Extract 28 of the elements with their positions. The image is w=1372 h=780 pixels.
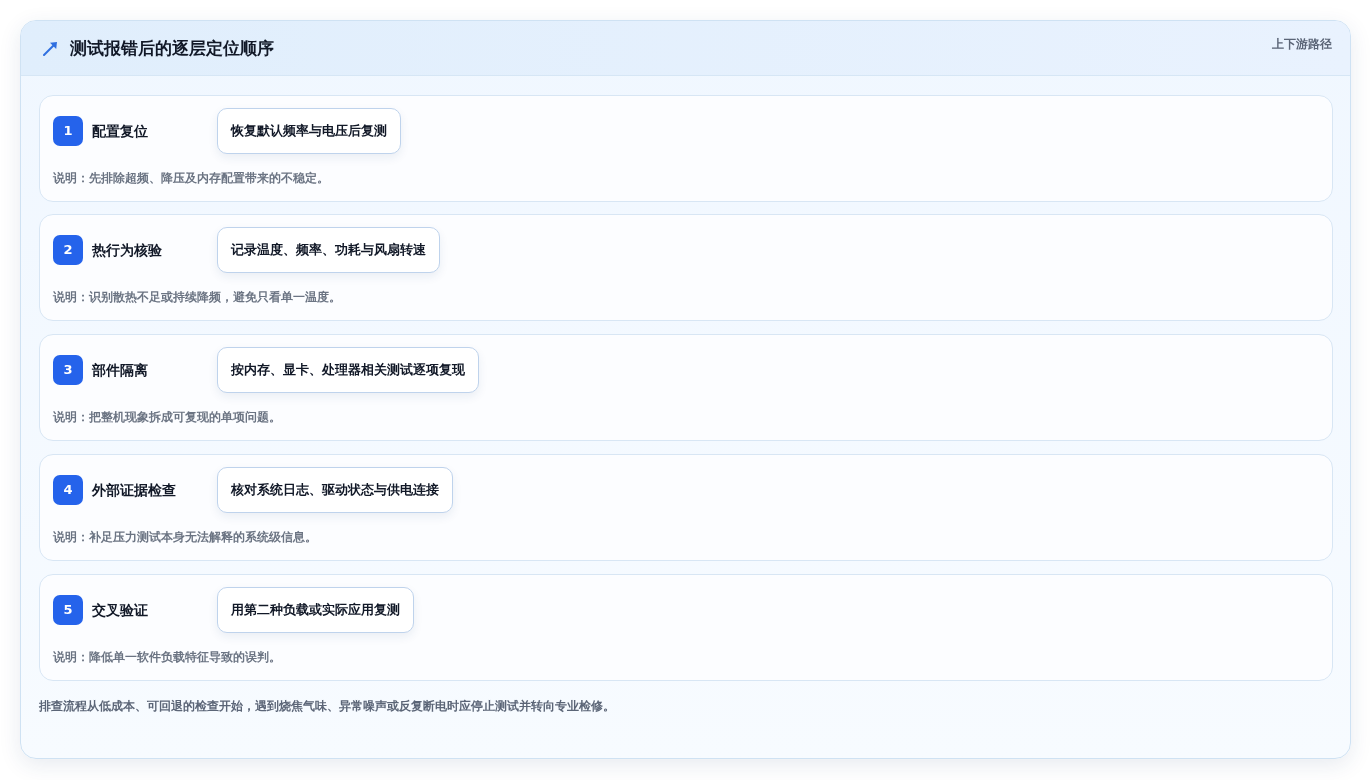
step-card bbox=[39, 95, 1333, 202]
step-note: 说明：降低单一软件负载特征导致的误判。 bbox=[53, 649, 281, 665]
step-card bbox=[39, 454, 1333, 561]
step-note: 说明：补足压力测试本身无法解释的系统级信息。 bbox=[53, 529, 317, 545]
action-box: 恢复默认频率与电压后复测 bbox=[217, 108, 401, 154]
step-card bbox=[39, 574, 1333, 681]
step-number-badge: 3 bbox=[53, 355, 83, 385]
step-title: 交叉验证 bbox=[92, 601, 148, 619]
step-note: 说明：先排除超频、降压及内存配置带来的不稳定。 bbox=[53, 170, 329, 186]
step-title: 外部证据检查 bbox=[92, 481, 176, 499]
step-title: 热行为核验 bbox=[92, 241, 162, 259]
step-number-badge: 2 bbox=[53, 235, 83, 265]
diagram-title: 测试报错后的逐层定位顺序 bbox=[70, 37, 274, 59]
action-box: 按内存、显卡、处理器相关测试逐项复现 bbox=[217, 347, 479, 393]
action-box: 核对系统日志、驱动状态与供电连接 bbox=[217, 467, 453, 513]
step-number-badge: 5 bbox=[53, 595, 83, 625]
step-title: 配置复位 bbox=[92, 122, 148, 140]
step-note: 说明：识别散热不足或持续降频，避免只看单一温度。 bbox=[53, 289, 341, 305]
action-box: 用第二种负载或实际应用复测 bbox=[217, 587, 414, 633]
action-box: 记录温度、频率、功耗与风扇转速 bbox=[217, 227, 440, 273]
step-number-badge: 4 bbox=[53, 475, 83, 505]
step-title: 部件隔离 bbox=[92, 361, 148, 379]
step-number-badge: 1 bbox=[53, 116, 83, 146]
step-note: 说明：把整机现象拆成可复现的单项问题。 bbox=[53, 409, 281, 425]
header-label: 上下游路径 bbox=[1272, 36, 1332, 52]
step-card bbox=[39, 214, 1333, 321]
footer-note: 排查流程从低成本、可回退的检查开始，遇到烧焦气味、异常噪声或反复断电时应停止测试并转向专业检修。 bbox=[39, 698, 615, 714]
step-card bbox=[39, 334, 1333, 441]
